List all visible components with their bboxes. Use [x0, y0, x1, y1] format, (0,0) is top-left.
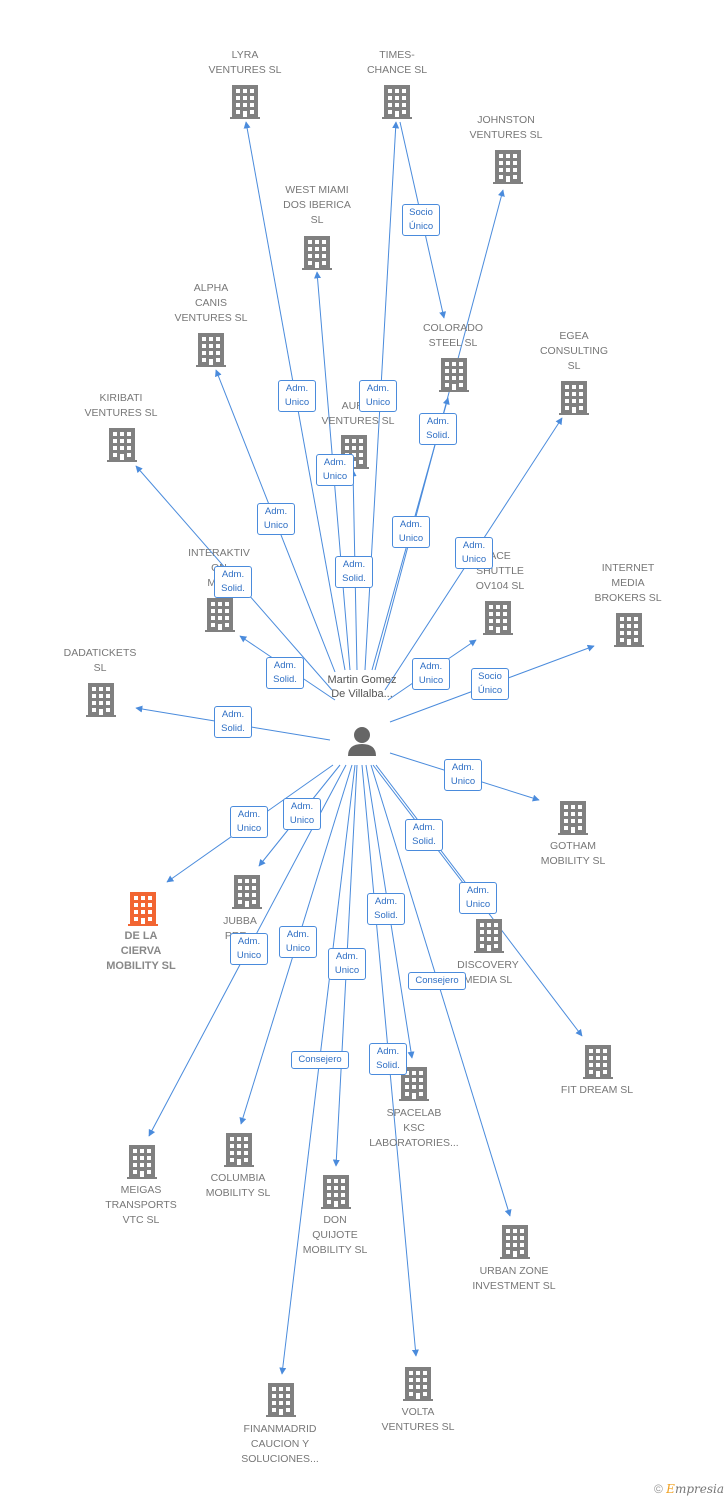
company-label-spacelab[interactable]: SPACELAB KSC LABORATORIES... [369, 1107, 459, 1149]
relation-badge: Adm. Solid. [335, 556, 373, 588]
company-label-donquijote[interactable]: DON QUIJOTE MOBILITY SL [302, 1214, 368, 1256]
company-label-colorado[interactable]: COLORADO STEEL SL [422, 322, 484, 349]
building-icon-space[interactable] [483, 601, 513, 635]
building-icon-egea[interactable] [559, 381, 589, 415]
company-label-internet[interactable]: INTERNET MEDIA BROKERS SL [594, 562, 662, 604]
building-icon-internet[interactable] [614, 613, 644, 647]
company-label-alpha[interactable]: ALPHA CANIS VENTURES SL [174, 282, 248, 324]
relation-badge: Consejero [291, 1051, 349, 1069]
relation-badge: Adm. Solid. [266, 657, 304, 689]
relation-badge: Adm. Unico [359, 380, 397, 412]
company-label-dada[interactable]: DADATICKETS SL [63, 647, 137, 674]
relation-badge: Adm. Unico [279, 926, 317, 958]
relation-badge: Adm. Unico [278, 380, 316, 412]
company-label-columbia[interactable]: COLUMBIA MOBILITY SL [205, 1172, 271, 1199]
building-icon-interaktiv[interactable] [205, 598, 235, 632]
building-icon-columbia[interactable] [224, 1133, 254, 1167]
building-icon-volta[interactable] [403, 1367, 433, 1401]
relation-badge: Adm. Unico [316, 454, 354, 486]
empresia-logo[interactable]: © Empresia [654, 1482, 724, 1496]
relation-badge: Adm. Solid. [214, 566, 252, 598]
company-label-johnston[interactable]: JOHNSTON VENTURES SL [469, 114, 543, 141]
relation-badge: Adm. Unico [230, 806, 268, 838]
building-icon-alpha[interactable] [196, 333, 226, 367]
brand-initial: E [666, 1482, 675, 1496]
company-label-meigas[interactable]: MEIGAS TRANSPORTS VTC SL [105, 1184, 177, 1226]
relation-badge: Adm. Unico [444, 759, 482, 791]
relation-badge: Adm. Unico [283, 798, 321, 830]
company-label-delacierva[interactable]: DE LA CIERVA MOBILITY SL [106, 930, 176, 972]
company-label-kiribati[interactable]: KIRIBATI VENTURES SL [84, 392, 158, 419]
company-label-discovery[interactable]: DISCOVERY MEDIA SL [457, 959, 519, 986]
relation-badge: Adm. Unico [230, 933, 268, 965]
relation-badge: Adm. Unico [392, 516, 430, 548]
building-icon-lyra[interactable] [230, 85, 260, 119]
building-icon-jubba[interactable] [232, 875, 262, 909]
company-label-lyra[interactable]: LYRA VENTURES SL [208, 49, 282, 76]
building-icon-johnston[interactable] [493, 150, 523, 184]
company-label-fitdream[interactable]: FIT DREAM SL [560, 1084, 634, 1096]
relation-badge: Adm. Solid. [367, 893, 405, 925]
building-icon-dada[interactable] [86, 683, 116, 717]
relation-badge: Adm. Unico [459, 882, 497, 914]
building-icon-gotham[interactable] [558, 801, 588, 835]
person-icon[interactable] [348, 727, 376, 756]
company-label-egea[interactable]: EGEA CONSULTING SL [539, 330, 609, 372]
relation-badge: Adm. Solid. [419, 413, 457, 445]
brand-name: mpresia [674, 1482, 724, 1496]
building-icon-colorado[interactable] [439, 358, 469, 392]
building-icon-times[interactable] [382, 85, 412, 119]
relation-badge: Adm. Unico [412, 658, 450, 690]
person-name[interactable]: Martin Gomez De Villalba... [327, 674, 397, 700]
company-label-volta[interactable]: VOLTA VENTURES SL [381, 1406, 455, 1433]
building-icon-meigas[interactable] [127, 1145, 157, 1179]
relation-badge: Adm. Solid. [405, 819, 443, 851]
edge-finanmadrid [279, 764, 356, 1375]
building-icon-westmiami[interactable] [302, 236, 332, 270]
relation-badge: Adm. Unico [257, 503, 295, 535]
relation-badge: Adm. Solid. [214, 706, 252, 738]
company-label-gotham[interactable]: GOTHAM MOBILITY SL [540, 840, 606, 867]
building-icon-urban[interactable] [500, 1225, 530, 1259]
company-label-urban[interactable]: URBAN ZONE INVESTMENT SL [472, 1265, 556, 1292]
building-icon-discovery[interactable] [474, 919, 504, 953]
company-label-space[interactable]: ACE SHUTTLE OV104 SL [475, 550, 525, 592]
building-icon-finanmadrid[interactable] [266, 1383, 296, 1417]
building-icon-delacierva[interactable] [128, 892, 158, 926]
building-icon-fitdream[interactable] [583, 1045, 613, 1079]
relation-badge: Socio Único [471, 668, 509, 700]
copyright-symbol: © [653, 1482, 663, 1496]
company-label-westmiami[interactable]: WEST MIAMI DOS IBERICA SL [283, 184, 351, 226]
relation-badge: Adm. Unico [328, 948, 366, 980]
relation-badge: Consejero [408, 972, 466, 990]
relation-badge: Adm. Unico [455, 537, 493, 569]
building-icon-donquijote[interactable] [321, 1175, 351, 1209]
company-label-times[interactable]: TIMES- CHANCE SL [366, 49, 428, 76]
building-icon-kiribati[interactable] [107, 428, 137, 462]
relation-badge: Socio Único [402, 204, 440, 236]
edge-urban [370, 764, 512, 1217]
company-label-finanmadrid[interactable]: FINANMADRID CAUCION Y SOLUCIONES... [241, 1423, 319, 1465]
relation-badge: Adm. Solid. [369, 1043, 407, 1075]
